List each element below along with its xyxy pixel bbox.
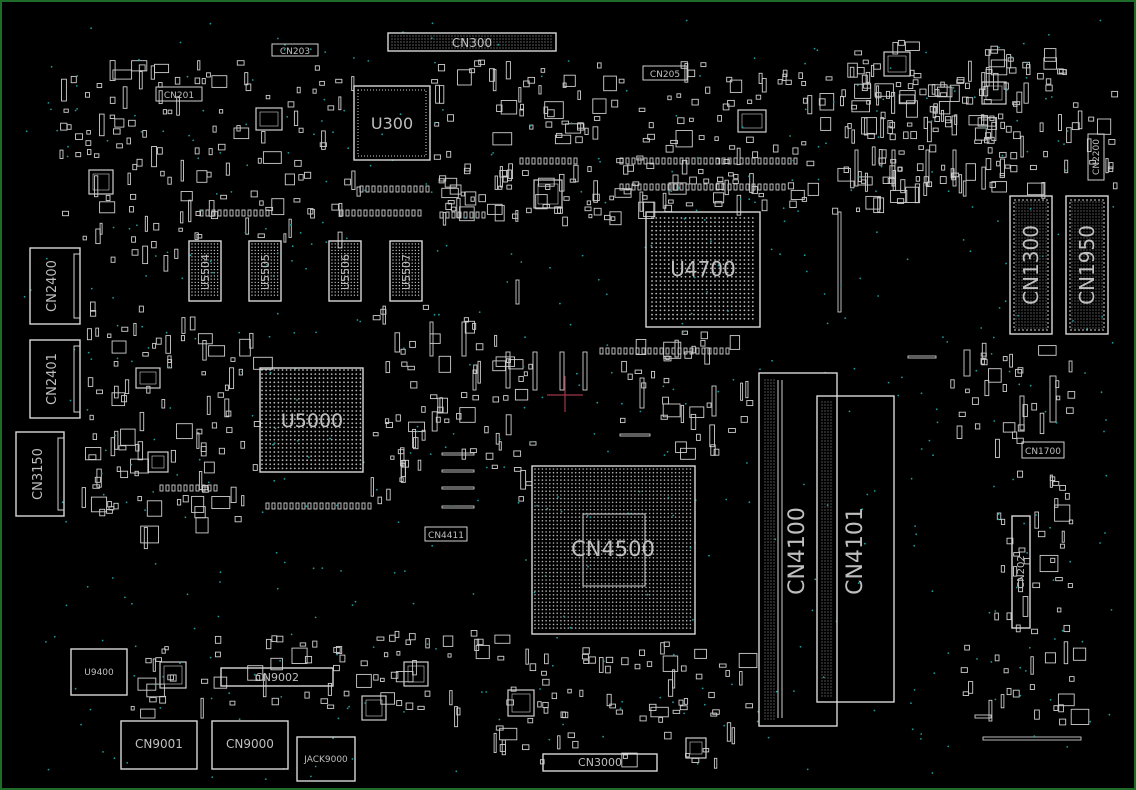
u5506-label: U5506 — [339, 254, 352, 290]
cn2400-label: CN2400 — [45, 260, 60, 312]
cn3150-label: CN3150 — [31, 448, 46, 500]
u9400-label: U9400 — [84, 668, 114, 678]
cn2401-label: CN2401 — [45, 353, 60, 405]
cn1950-label: CN1950 — [1075, 225, 1099, 305]
connector-cn9001[interactable]: CN9001 — [120, 720, 198, 770]
slot-cn4100[interactable]: CN4100 — [758, 372, 838, 727]
connector-cn2200[interactable]: CN2200 — [1087, 133, 1105, 181]
cn4500-label: CN4500 — [571, 537, 655, 561]
slot-cn4101[interactable]: CN4101 — [816, 395, 895, 703]
u5507-label: U5507 — [400, 254, 413, 290]
chip-u5506[interactable]: U5506 — [328, 240, 362, 302]
chip-u4700[interactable]: U4700 — [645, 211, 761, 328]
cn9000-label: CN9000 — [226, 737, 274, 751]
u5504-label: U5504 — [199, 254, 212, 290]
connector-cn1700[interactable]: CN1700 — [1021, 441, 1065, 459]
cn2200-label: CN2200 — [1092, 139, 1102, 175]
cn203-label: CN203 — [280, 47, 310, 57]
connector-cn3000[interactable]: CN3000 — [542, 753, 658, 772]
cn4411-label: CN4411 — [428, 531, 464, 541]
u4700-label: U4700 — [670, 257, 736, 281]
connector-cn9002[interactable]: CN9002 — [220, 667, 334, 687]
cn9001-label: CN9001 — [135, 737, 183, 751]
cn201-label: CN201 — [164, 91, 194, 101]
connector-cn9000[interactable]: CN9000 — [211, 720, 289, 770]
chip-u5504[interactable]: U5504 — [188, 240, 222, 302]
small-components — [59, 35, 1119, 769]
connector-cn205[interactable]: CN205 — [642, 65, 688, 81]
chip-u9400[interactable]: U9400 — [70, 648, 128, 696]
jack9000-label: JACK9000 — [303, 755, 348, 765]
chip-u5507[interactable]: U5507 — [389, 240, 423, 302]
connector-cn300[interactable]: CN300 — [387, 32, 557, 52]
connector-cn1300[interactable]: CN1300 — [1009, 195, 1053, 335]
connector-cn3150[interactable]: CN3150 — [15, 431, 65, 517]
cn1700-label: CN1700 — [1025, 447, 1061, 457]
jack-9000[interactable]: JACK9000 — [296, 736, 356, 782]
connector-cn4411[interactable]: CN4411 — [424, 526, 468, 542]
cn4101-label: CN4101 — [843, 507, 868, 595]
connector-cn201[interactable]: CN201 — [155, 86, 203, 102]
cn9002-label: CN9002 — [255, 671, 299, 684]
chip-u5000[interactable]: U5000 — [259, 367, 364, 473]
chip-u5505[interactable]: U5505 — [248, 240, 282, 302]
cn1300-label: CN1300 — [1019, 225, 1043, 305]
connector-cn203[interactable]: CN203 — [271, 43, 319, 57]
via-dots — [23, 19, 1115, 780]
u300-label: U300 — [371, 114, 413, 133]
cn4100-label: CN4100 — [785, 507, 810, 595]
socket-cn4500[interactable]: CN4500 — [531, 465, 696, 635]
cn205-label: CN205 — [650, 70, 680, 80]
connector-cn202[interactable]: CN202 — [1011, 515, 1031, 629]
chip-u300[interactable]: U300 — [353, 85, 431, 161]
cn300-label: CN300 — [452, 36, 492, 50]
connector-cn2401[interactable]: CN2401 — [29, 339, 81, 419]
u5000-label: U5000 — [281, 410, 343, 432]
connector-cn2400[interactable]: CN2400 — [29, 247, 81, 325]
cn202-label: CN202 — [1016, 555, 1027, 589]
u5505-label: U5505 — [259, 254, 272, 290]
cn3000-label: CN3000 — [578, 756, 622, 769]
connector-cn1950[interactable]: CN1950 — [1065, 195, 1109, 335]
crosshair-marker — [547, 376, 583, 412]
